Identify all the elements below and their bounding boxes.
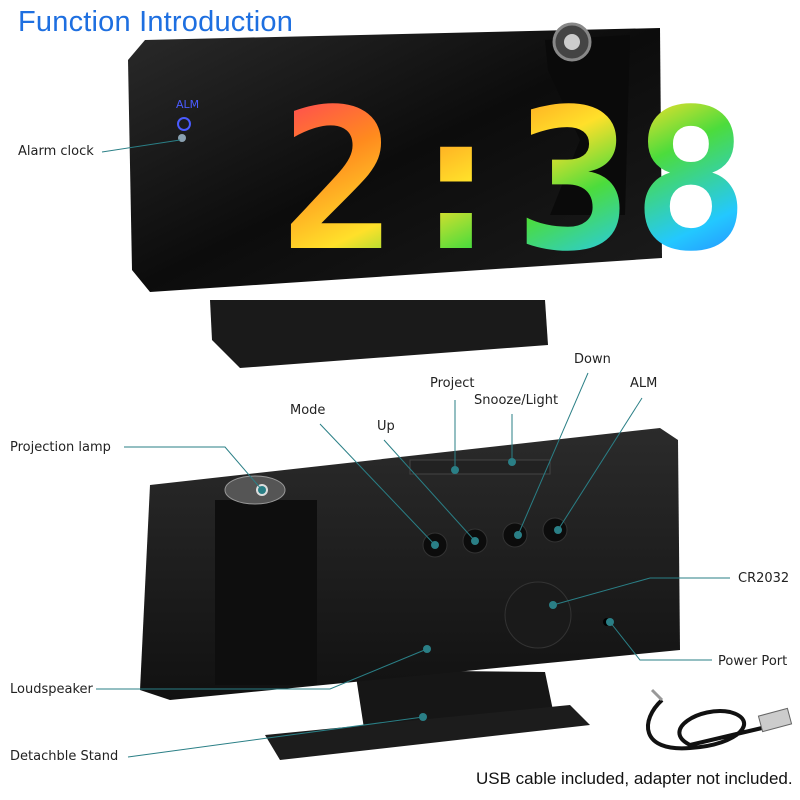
projection-lamp [224, 475, 286, 505]
footnote: USB cable included, adapter not included… [476, 769, 793, 788]
page-title: Function Introduction [18, 6, 294, 38]
usb-cable-icon [646, 688, 793, 751]
label-alm: ALM [630, 376, 658, 391]
label-down: Down [574, 352, 611, 367]
label-cr2032: CR2032 [738, 571, 790, 586]
alm-indicator: ALM [176, 98, 199, 111]
projector-housing [545, 35, 630, 215]
alarm-bell-icon [177, 117, 191, 131]
label-project: Project [430, 376, 475, 391]
top-buttons [409, 459, 551, 475]
label-projection-lamp: Projection lamp [10, 440, 111, 455]
front-clock: 2:38 ALM [128, 22, 750, 368]
label-mode: Mode [290, 403, 326, 418]
time-display: 2:38 [280, 67, 750, 294]
leader-lines [96, 372, 730, 758]
leader-alarm-clock [101, 139, 181, 153]
label-snooze-light: Snooze/Light [474, 393, 559, 408]
front-display-body [128, 28, 662, 292]
stand-base [265, 705, 590, 760]
front-stand [210, 300, 548, 368]
side-panel [215, 500, 317, 685]
label-up: Up [377, 419, 395, 434]
back-clock [140, 428, 680, 760]
battery-cover [504, 581, 572, 649]
label-detachable-stand: Detachble Stand [10, 749, 119, 764]
label-loudspeaker: Loudspeaker [10, 682, 93, 697]
label-alarm-clock: Alarm clock [18, 144, 94, 159]
label-power-port: Power Port [718, 654, 788, 669]
